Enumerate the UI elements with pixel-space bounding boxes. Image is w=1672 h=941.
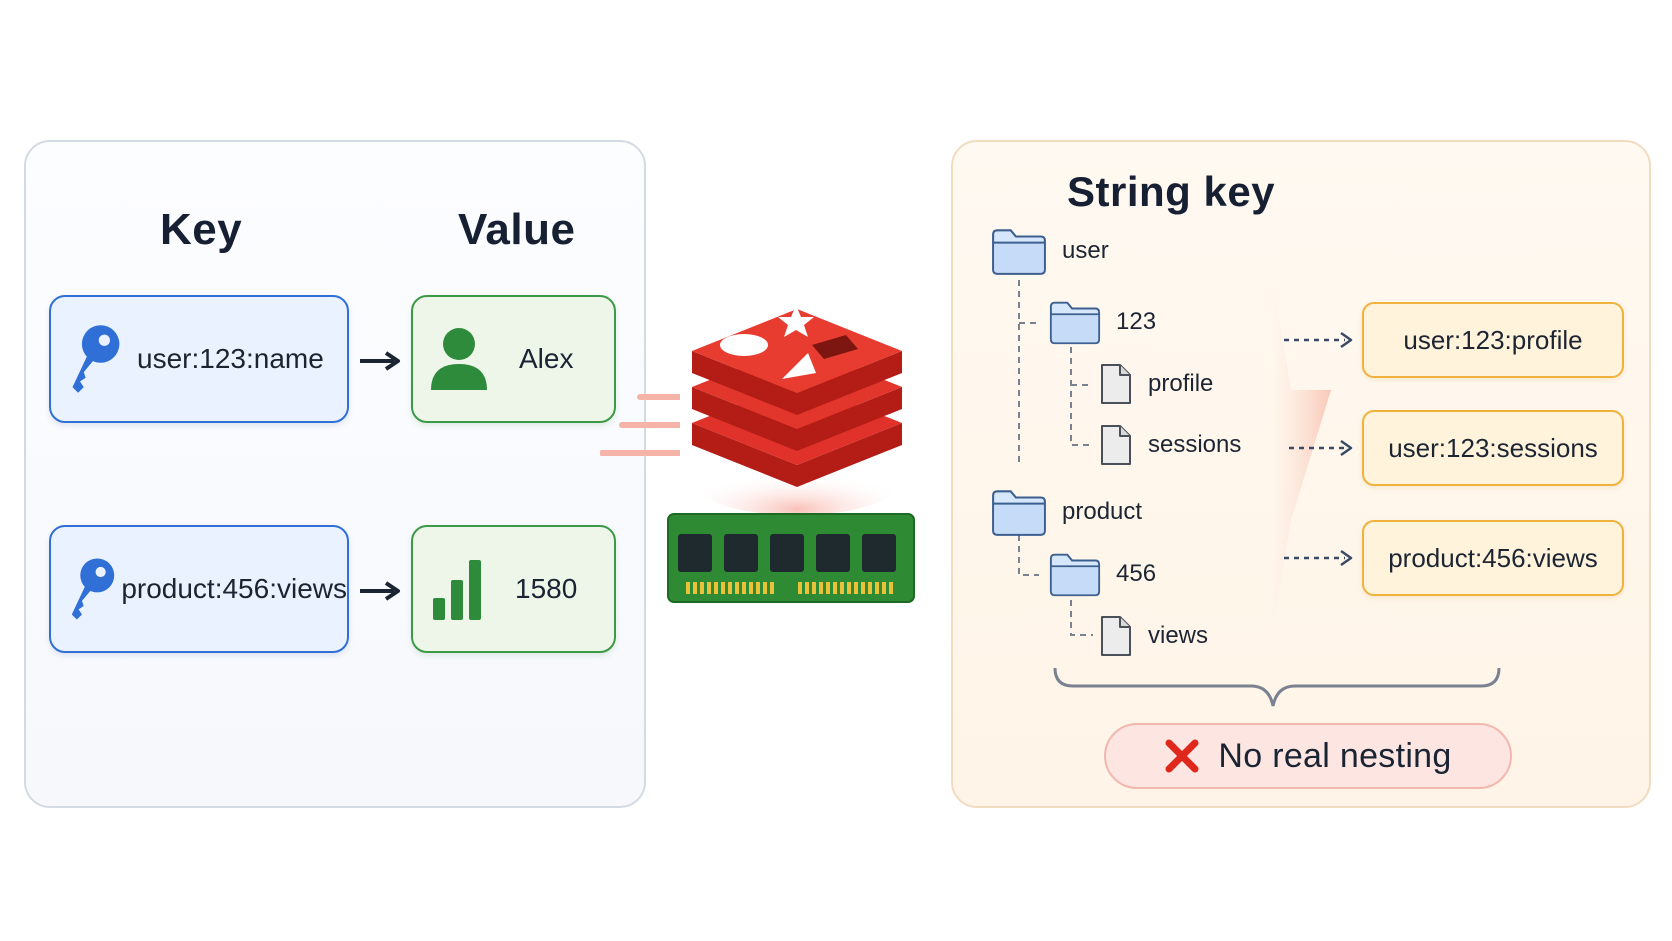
tree-label-product: product	[1062, 498, 1143, 525]
speed-lines-icon	[600, 394, 680, 456]
file-icon	[1098, 614, 1134, 658]
tree-file-profile: profile	[1098, 362, 1213, 406]
ram-module-icon	[667, 513, 915, 603]
arrow-right-icon	[360, 351, 400, 371]
folder-icon	[1048, 298, 1102, 346]
user-icon	[431, 328, 487, 390]
value-box-1580: 1580	[411, 525, 616, 653]
tree-connectors	[1018, 270, 1501, 707]
key-icon	[65, 321, 125, 397]
tree-label-views: views	[1148, 622, 1209, 649]
flat-key-product-views: product:456:views	[1362, 520, 1624, 596]
arrow-right-icon	[360, 581, 400, 601]
value-text: Alex	[519, 343, 574, 374]
tree-folder-123: 123	[1048, 298, 1156, 346]
file-icon	[1098, 423, 1134, 467]
redis-logo-icon	[692, 305, 902, 515]
tree-label-profile: profile	[1148, 370, 1214, 397]
value-box-alex: Alex	[411, 295, 616, 423]
key-text: user:123:name	[137, 343, 324, 374]
value-text: 1580	[515, 573, 578, 604]
folder-icon	[990, 226, 1048, 276]
flat-key-user-sessions: user:123:sessions	[1362, 410, 1624, 486]
tree-file-sessions: sessions	[1098, 423, 1241, 467]
bar-chart-icon	[433, 560, 481, 620]
key-column-header: Key	[160, 205, 243, 254]
tree-label-123: 123	[1116, 308, 1157, 335]
no-real-nesting-badge: No real nesting	[1104, 723, 1512, 789]
tree-file-views: views	[1098, 614, 1208, 658]
tree-label-456: 456	[1116, 560, 1157, 587]
tree-label-user: user	[1062, 237, 1109, 264]
tree-folder-product: product	[990, 487, 1142, 537]
string-key-title: String key	[1067, 168, 1276, 215]
folder-icon	[1048, 550, 1102, 598]
x-mark-icon	[1165, 739, 1199, 773]
key-box-user-name: user:123:name	[49, 295, 349, 423]
key-box-product-views: product:456:views	[49, 525, 349, 653]
flat-key-user-profile: user:123:profile	[1362, 302, 1624, 378]
file-icon	[1098, 362, 1134, 406]
key-value-panel	[24, 140, 646, 808]
key-text: product:456:views	[121, 573, 347, 604]
key-icon	[65, 551, 119, 627]
tree-folder-user: user	[990, 226, 1109, 276]
tree-label-sessions: sessions	[1148, 431, 1242, 458]
tree-folder-456: 456	[1048, 550, 1156, 598]
value-column-header: Value	[458, 205, 576, 254]
folder-icon	[990, 487, 1048, 537]
no-real-nesting-label: No real nesting	[1218, 736, 1452, 775]
